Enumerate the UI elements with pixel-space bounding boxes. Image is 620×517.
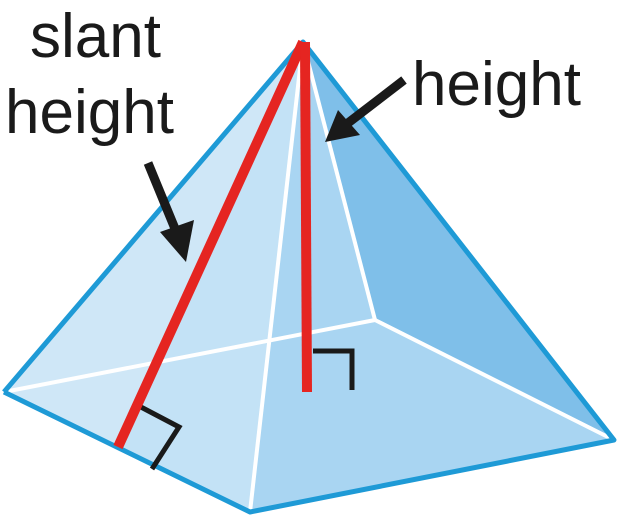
height-line bbox=[300, 41, 312, 393]
height-arrow bbox=[325, 76, 407, 142]
slant-arrow-head-icon bbox=[160, 220, 194, 262]
face-front-shade bbox=[118, 42, 303, 512]
height-label: height bbox=[412, 50, 581, 119]
outline-edges bbox=[2, 39, 617, 515]
hidden-edges bbox=[3, 41, 615, 513]
slant-height-line bbox=[113, 39, 308, 450]
slant-label-line2: height bbox=[5, 78, 174, 147]
slant-arrow bbox=[143, 161, 194, 262]
height-arrow-head-icon bbox=[325, 110, 360, 142]
right-angle-marker-height bbox=[313, 348, 355, 390]
slant-label-line1: slant bbox=[30, 2, 161, 71]
right-angle-marker-slant bbox=[137, 403, 183, 471]
